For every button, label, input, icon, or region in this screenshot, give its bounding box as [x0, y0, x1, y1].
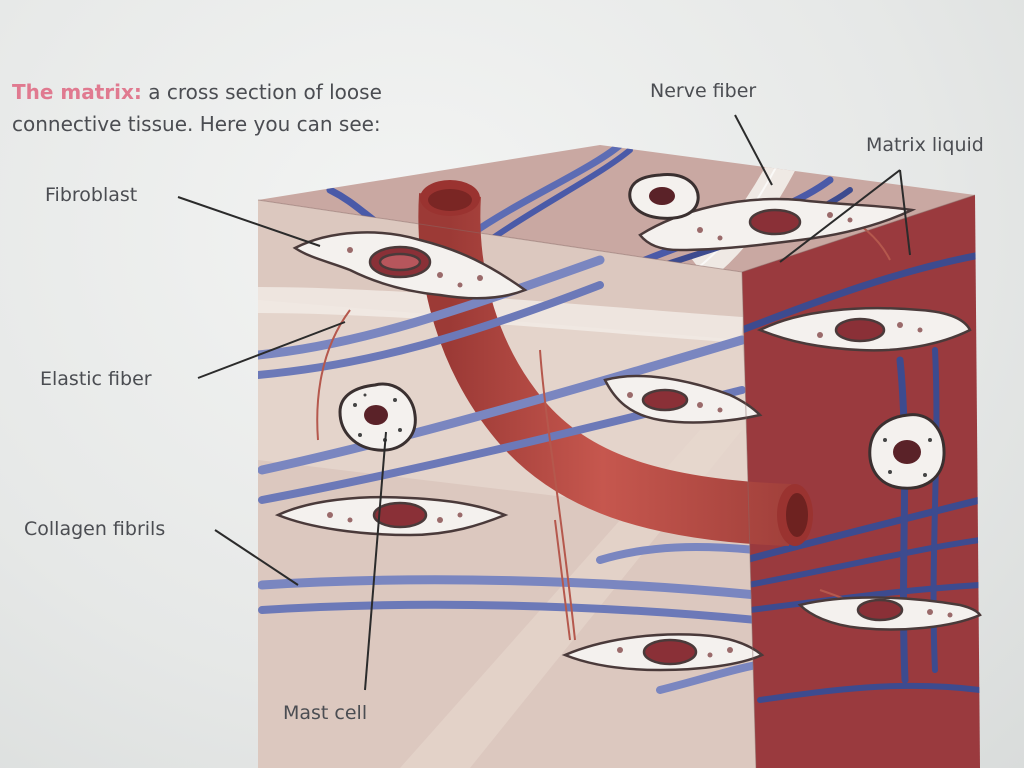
cube-edges: [257, 194, 976, 768]
fibroblast-cells: [274, 197, 982, 672]
caption: The matrix: a cross section of loose con…: [12, 76, 442, 140]
leader-lines: [177, 114, 911, 691]
cell-granules: [327, 212, 953, 658]
label-nerve-fiber: Nerve fiber: [650, 80, 757, 102]
label-matrix-liquid: Matrix liquid: [866, 134, 984, 156]
caption-highlight: The matrix:: [12, 80, 142, 104]
label-elastic-fiber: Elastic fiber: [40, 368, 152, 390]
label-collagen-fibrils: Collagen fibrils: [24, 518, 166, 540]
caption-text: a cross section of loose connective tiss…: [12, 80, 382, 136]
right-face-fibers: [742, 251, 980, 703]
right-face: [742, 195, 980, 768]
label-fibroblast: Fibroblast: [45, 184, 138, 206]
mast-cells: [338, 173, 946, 490]
label-mast-cell: Mast cell: [283, 702, 368, 724]
